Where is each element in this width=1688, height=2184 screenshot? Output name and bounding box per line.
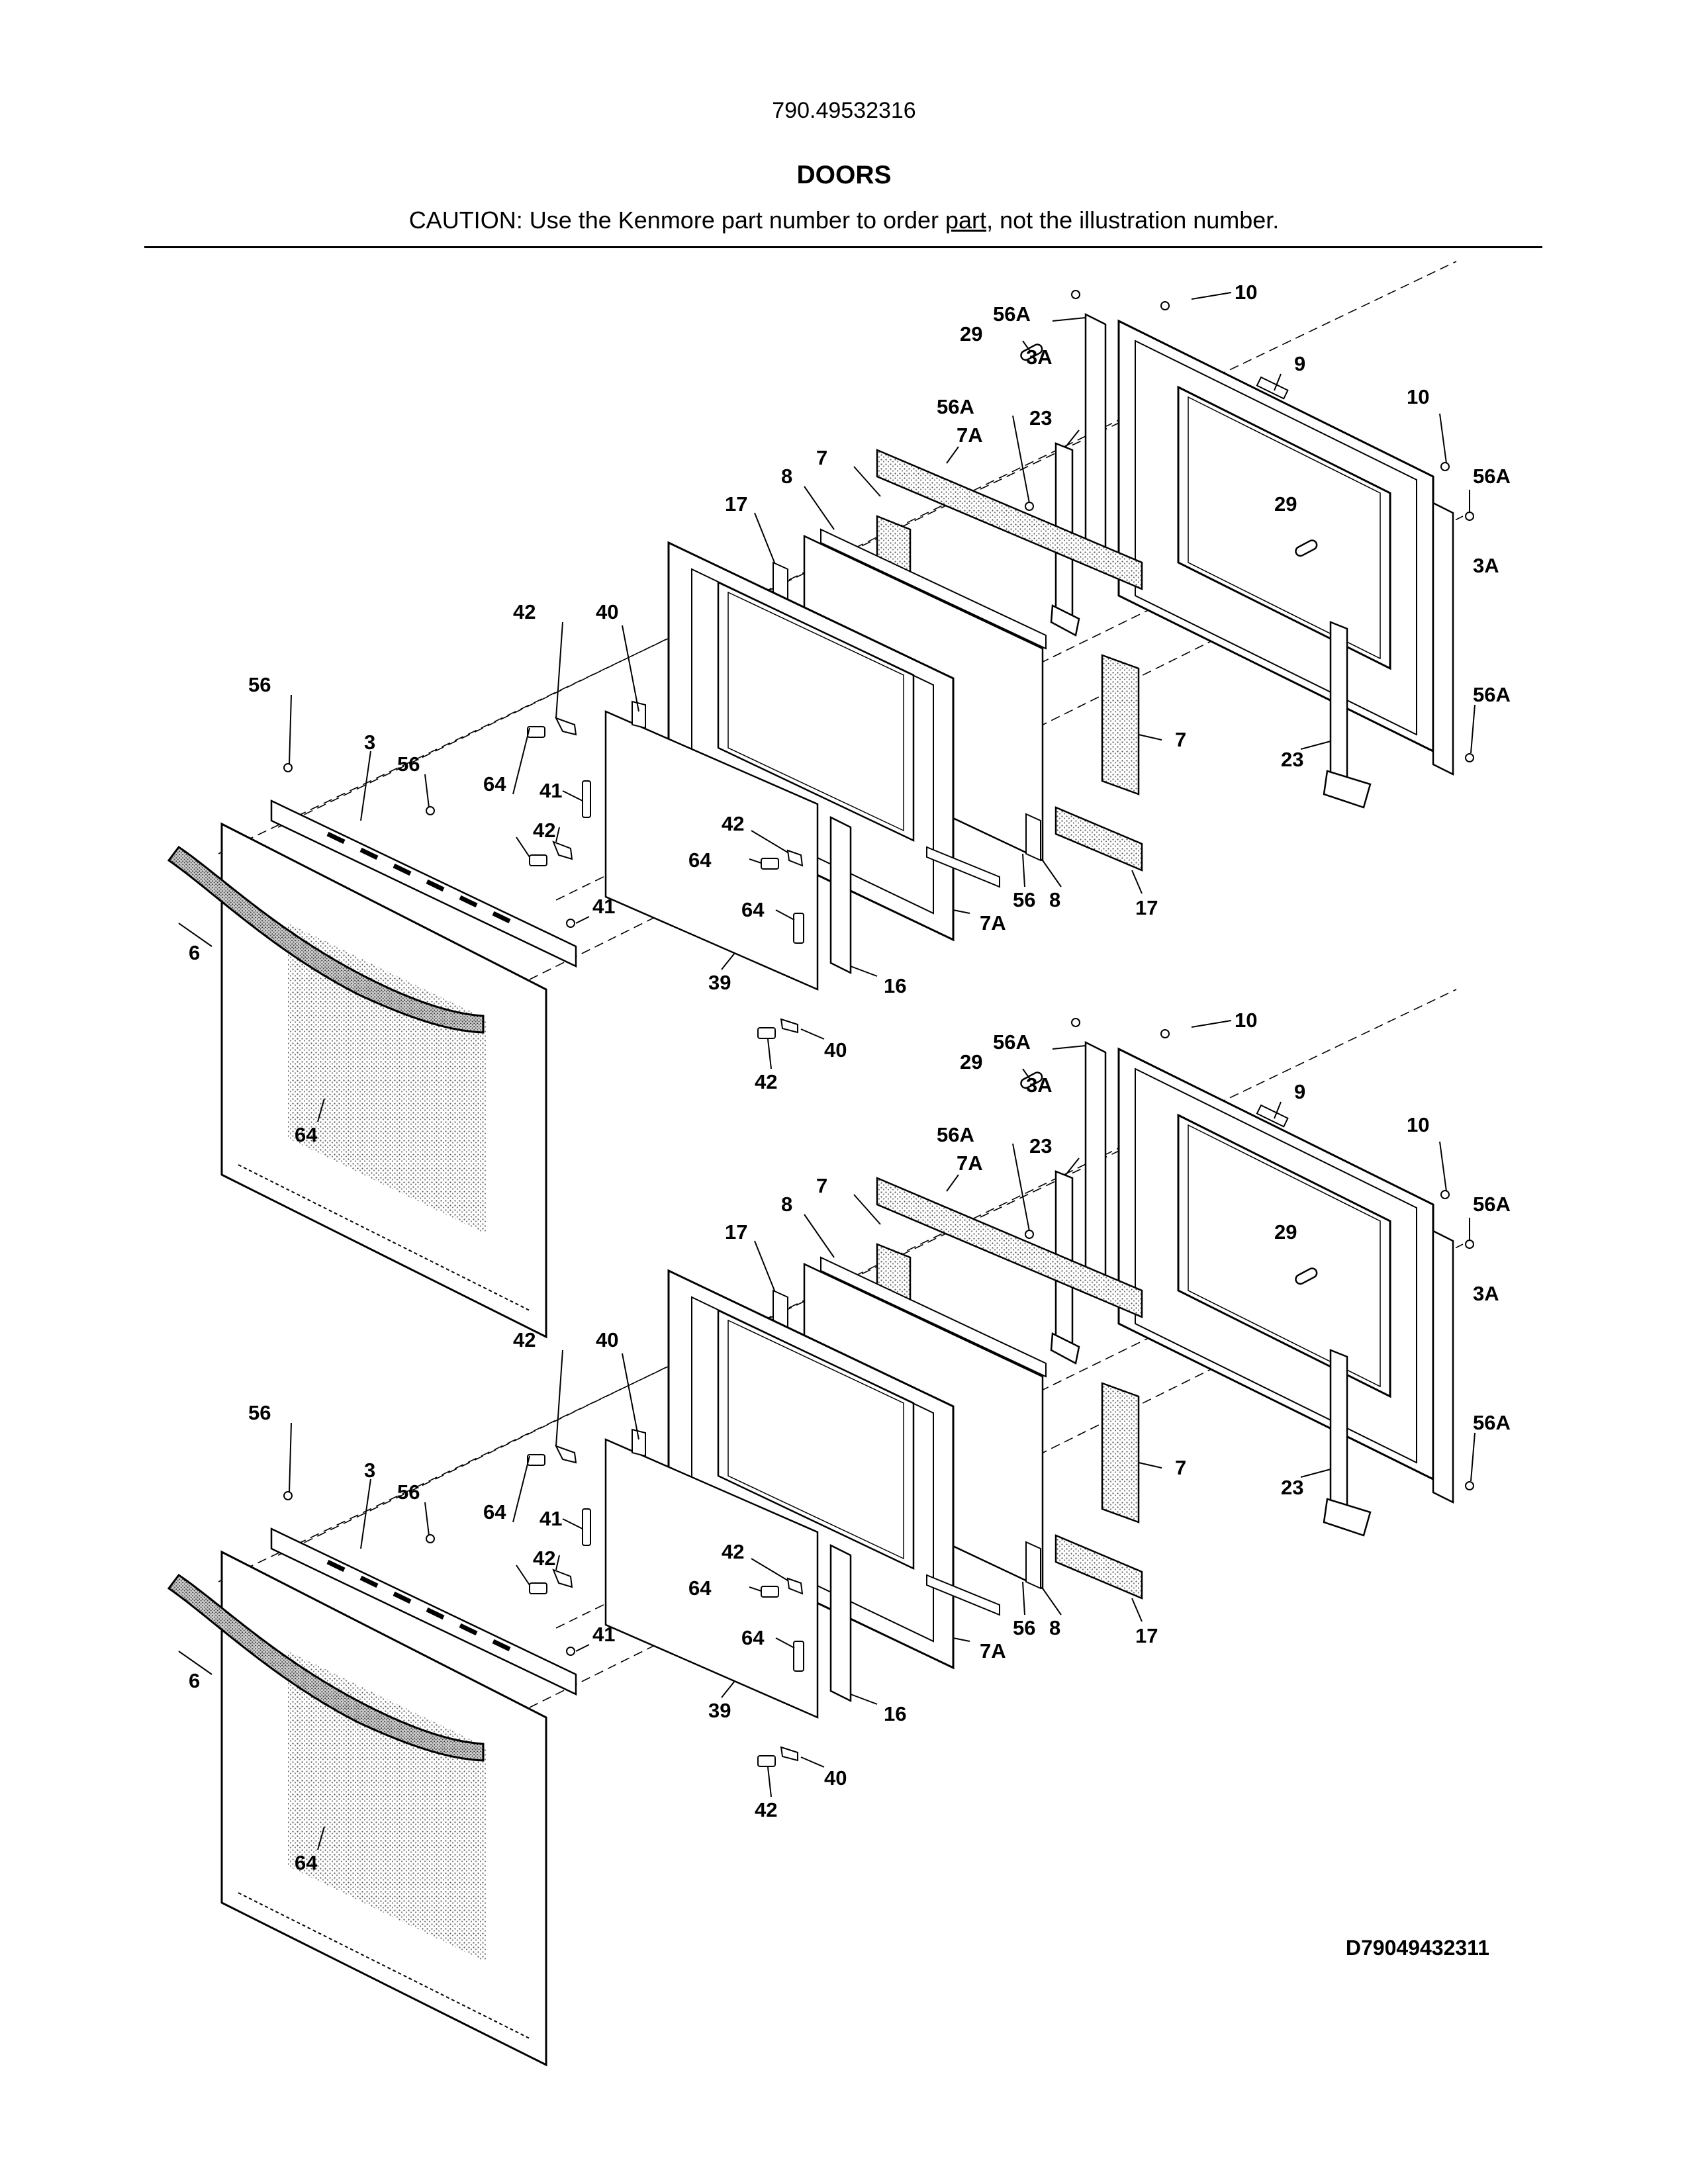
callout-10-d: 10 [1407, 1113, 1429, 1136]
upper-callouts: 10 56A 29 3A 9 10 56A 23 7A 7 56A 29 8 1… [189, 281, 1511, 1146]
caution-prefix: CAUTION: Use the Kenmore part number to … [408, 206, 946, 234]
callout-56a-b: 56A [937, 395, 974, 418]
callout-3-a: 3 [364, 731, 375, 754]
callout-41-a: 41 [539, 779, 562, 802]
callout-10-b: 10 [1407, 385, 1429, 408]
caution-note: CAUTION: Use the Kenmore part number to … [0, 206, 1688, 234]
callout-40-c: 40 [596, 1328, 618, 1351]
callout-7-c: 7 [816, 1174, 827, 1197]
callout-17-d: 8 [1049, 1616, 1060, 1639]
diagram-code: D79049432311 [1345, 1936, 1489, 1960]
callout-56-c: 41 [592, 895, 615, 918]
callout-56-f: 41 [592, 1623, 615, 1646]
callout-41-c: 41 [539, 1507, 562, 1530]
callout-64-e: 64 [688, 1576, 712, 1600]
page-header: 790.49532316 DOORS CAUTION: Use the Kenm… [0, 0, 1688, 251]
caution-underlined: part [945, 206, 987, 234]
callout-16-b: 39 [708, 1699, 731, 1722]
callout-4a: 64 [295, 1123, 318, 1146]
callout-16: 39 [708, 971, 731, 994]
callout-56a-e: 56A [993, 1030, 1031, 1054]
callout-42-c: 42 [533, 819, 555, 842]
callout-29-b: 29 [1274, 492, 1297, 516]
caution-suffix: , not the illustration number. [986, 206, 1280, 234]
callout-7a-b: 17 [1135, 896, 1158, 919]
callout-39: 6 [189, 941, 200, 964]
callout-41-d: 64 [741, 1626, 765, 1649]
callout-56a-f: 56A [937, 1123, 974, 1146]
lower-door-assembly: 10 56A 29 3A 9 10 56A 23 7A 7 56A 29 8 1… [169, 989, 1511, 2065]
callout-7-d: 7 [1175, 1456, 1186, 1479]
callout-56a-c: 56A [1473, 465, 1511, 488]
callout-42-h: 40 [824, 1766, 847, 1790]
callout-9: 9 [1294, 352, 1305, 375]
callout-3-b: 3 [364, 1459, 375, 1482]
callout-64-b: 64 [688, 848, 712, 872]
callout-64-c: 42 [755, 1070, 777, 1093]
page-title: DOORS [796, 161, 892, 189]
callout-29-c: 29 [960, 1050, 982, 1073]
callout-8-b: 56 [1013, 888, 1035, 911]
callout-42-d: 40 [824, 1038, 847, 1062]
callout-6: 7A [980, 911, 1006, 934]
callout-56-d: 56 [248, 1401, 271, 1424]
callout-40-a: 40 [596, 600, 618, 623]
lower-callouts: 10 56A 29 3A 9 10 56A 23 7A 7 56A 29 8 1… [189, 1009, 1511, 1874]
callout-23-b: 23 [1281, 748, 1303, 771]
callout-8-a: 8 [781, 465, 792, 488]
callout-29-a: 29 [960, 322, 982, 345]
header-rule [144, 246, 1542, 248]
callout-42-g: 42 [533, 1547, 555, 1570]
callout-7-a: 7 [816, 446, 827, 469]
callout-56-a: 56 [248, 673, 271, 696]
callout-42-a: 42 [513, 600, 536, 623]
callout-56-e: 56 [397, 1480, 420, 1504]
callout-3a-d: 3A [1473, 1282, 1499, 1305]
callout-56a-d: 56A [1473, 683, 1511, 706]
callout-9-b: 9 [1294, 1080, 1305, 1103]
callout-64-d: 64 [483, 1500, 506, 1524]
callout-10-a: 10 [1235, 281, 1257, 304]
callout-8-c: 8 [781, 1193, 792, 1216]
callout-23-d: 23 [1281, 1476, 1303, 1499]
callout-7a-d: 17 [1135, 1624, 1158, 1647]
callout-17-c: 17 [725, 1220, 747, 1244]
callout-4: 64 [295, 1851, 318, 1874]
callout-64-f: 42 [755, 1798, 777, 1821]
callout-56-b: 56 [397, 752, 420, 776]
callout-42-f: 42 [722, 1540, 744, 1563]
callout-10-c: 10 [1235, 1009, 1257, 1032]
callout-42-b: 42 [722, 812, 744, 835]
callout-64-a: 64 [483, 772, 506, 796]
callout-7-b: 7 [1175, 728, 1186, 751]
callout-7a-a: 7A [957, 424, 983, 447]
callout-23-c: 23 [1029, 1134, 1052, 1158]
exploded-door-diagram: 10 56A 29 3A 9 10 56A 23 7A 7 56A 29 8 1… [0, 251, 1511, 2171]
upper-door-assembly: 10 56A 29 3A 9 10 56A 23 7A 7 56A 29 8 1… [169, 261, 1511, 1337]
callout-3a-a: 3A [1026, 345, 1053, 369]
callout-39-b: 6 [189, 1669, 200, 1692]
callout-3a-c: 3A [1026, 1073, 1053, 1097]
callout-23-a: 23 [1029, 406, 1052, 430]
callout-7a-c: 7A [957, 1152, 983, 1175]
callout-56a-g: 56A [1473, 1193, 1511, 1216]
callout-40-b: 16 [884, 974, 906, 997]
callout-56a-a: 56A [993, 302, 1031, 326]
callout-3a-b: 3A [1473, 554, 1499, 577]
callout-17-a: 17 [725, 492, 747, 516]
callout-8-d: 56 [1013, 1616, 1035, 1639]
model-number: 790.49532316 [772, 98, 916, 123]
callout-56a-h: 56A [1473, 1411, 1511, 1434]
callout-40-d: 16 [884, 1702, 906, 1725]
callout-41-b: 64 [741, 898, 765, 921]
callout-6-b: 7A [980, 1639, 1006, 1662]
callout-42-e: 42 [513, 1328, 536, 1351]
callout-29-d: 29 [1274, 1220, 1297, 1244]
callout-17-b: 8 [1049, 888, 1060, 911]
